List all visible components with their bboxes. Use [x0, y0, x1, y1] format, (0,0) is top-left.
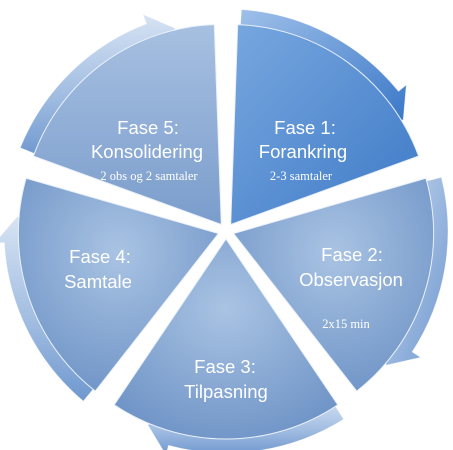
phase-fase-3-label: Fase 3: Tilpasning [184, 356, 268, 402]
phase-fase-1-title: Fase 1: [274, 117, 336, 138]
phase-fase-2-detail: 2x15 min [322, 317, 370, 331]
segment-fase-5 [32, 24, 222, 226]
segment-fase-2 [232, 177, 435, 392]
phase-segments [17, 24, 435, 440]
phase-fase-4-title: Fase 4: [69, 246, 131, 267]
segment-fase-3 [113, 238, 339, 440]
phase-fase-1-label: Fase 1: Forankring 2-3 samtaler [259, 117, 347, 183]
phase-fase-5-title: Fase 5: [117, 117, 179, 138]
phase-fase-2-name: Observasjon [299, 269, 403, 290]
segment-fase-4 [17, 177, 220, 392]
phase-fase-5-label: Fase 5: Konsolidering 2 obs og 2 samtale… [91, 117, 203, 183]
phase-fase-3-name: Tilpasning [184, 381, 268, 402]
phase-fase-2-title: Fase 2: [321, 244, 383, 265]
phase-fase-2-label: Fase 2: Observasjon 2x15 min [299, 244, 403, 331]
segment-fase-1 [230, 24, 420, 226]
phase-fase-1-name: Forankring [259, 141, 347, 162]
phase-labels: Fase 1: Forankring 2-3 samtaler Fase 2: … [64, 117, 403, 402]
phase-fase-5-detail: 2 obs og 2 samtaler [100, 169, 198, 183]
phase-fase-5-name: Konsolidering [91, 141, 203, 162]
phase-fase-1-detail: 2-3 samtaler [270, 169, 333, 183]
phase-fase-4-label: Fase 4: Samtale [64, 246, 132, 292]
phase-fase-3-title: Fase 3: [194, 356, 256, 377]
phase-fase-4-name: Samtale [64, 271, 132, 292]
